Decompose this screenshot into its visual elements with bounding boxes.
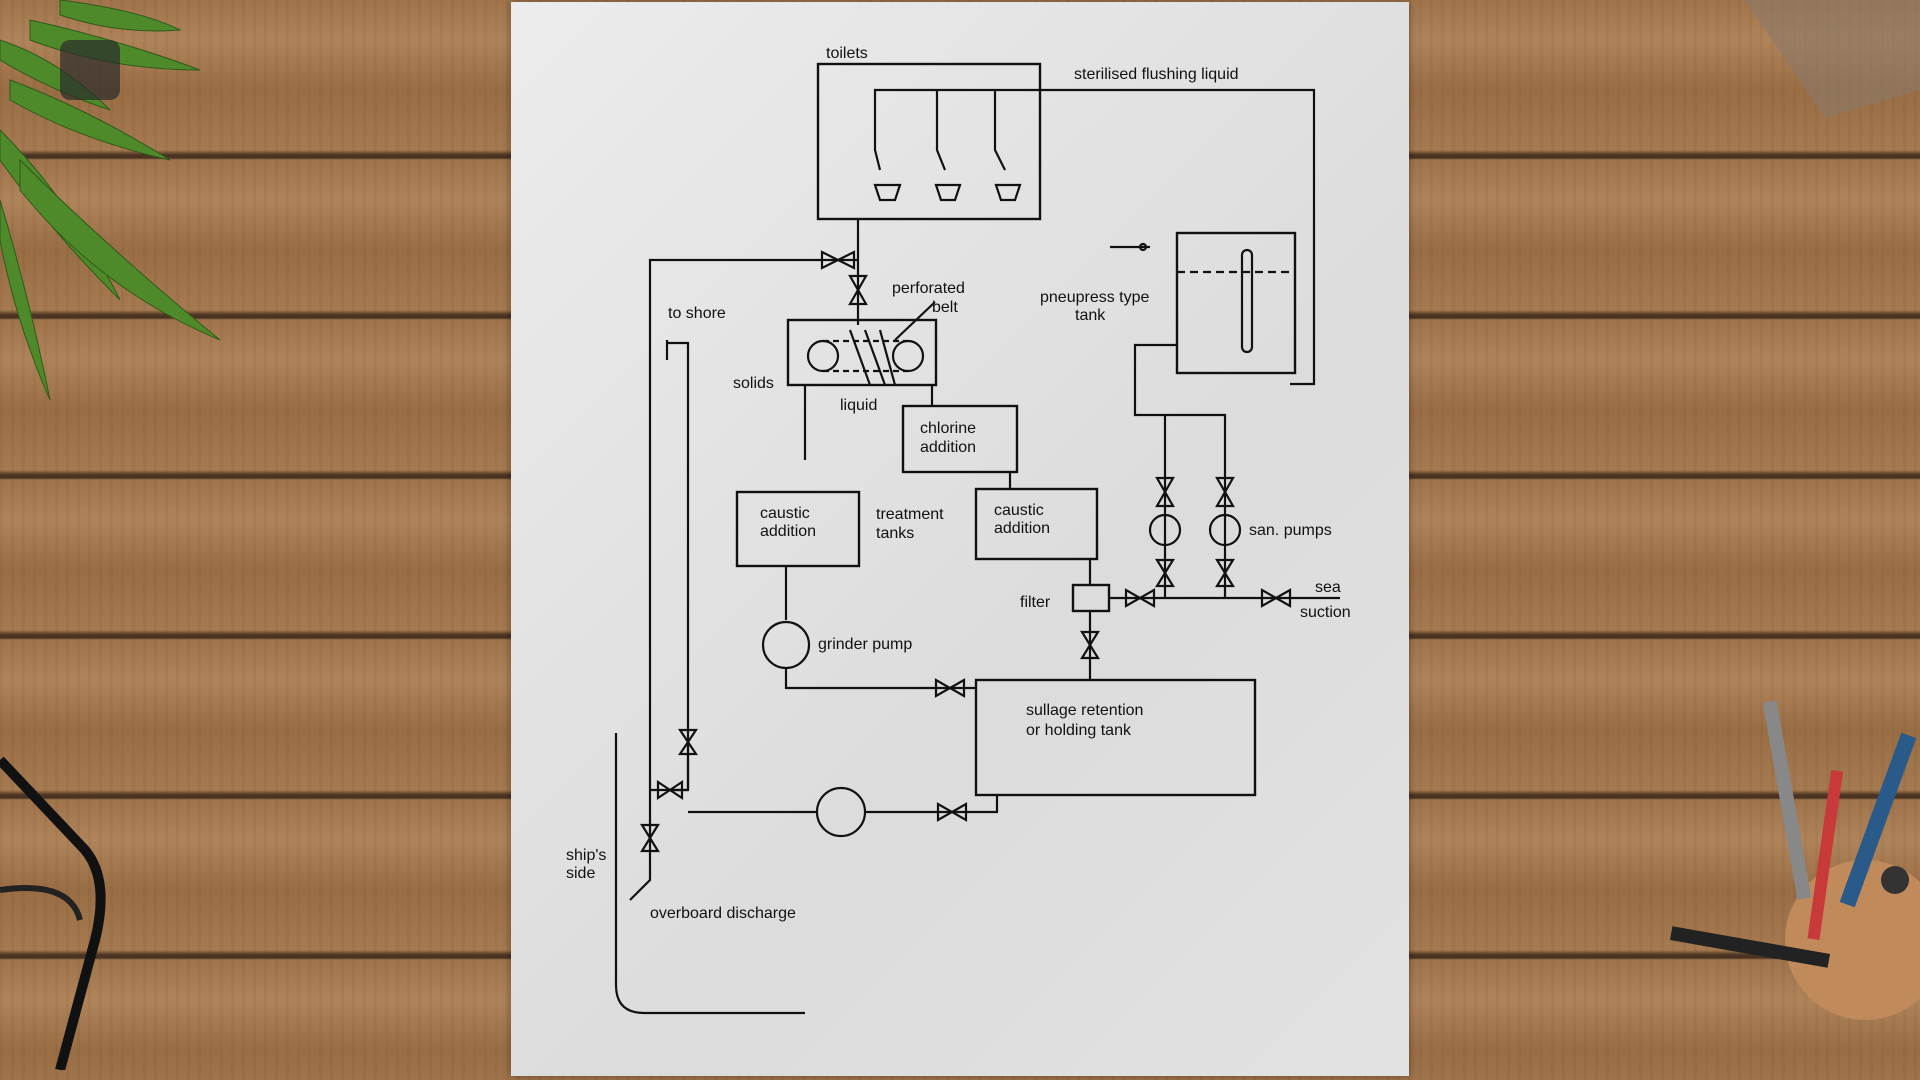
ships-label-2: side (566, 865, 595, 882)
treatment-label-2: tanks (876, 525, 914, 542)
glasses-decoration (0, 756, 106, 1070)
paper-sheet (511, 2, 1409, 1076)
sterilised-label: sterilised flushing liquid (1074, 66, 1239, 83)
treatment-label-1: treatment (876, 506, 944, 523)
filter-label: filter (1020, 594, 1051, 611)
toilets-box (816, 62, 1042, 221)
plant-decoration (0, 0, 221, 401)
perforated-belt-box (786, 318, 938, 387)
san-pumps-label: san. pumps (1249, 522, 1332, 539)
grinder-pump (761, 620, 811, 670)
suction-label: suction (1300, 604, 1351, 621)
filter-box (1071, 583, 1111, 613)
liquid-label: liquid (840, 397, 877, 414)
sullage-label-1: sullage retention (1026, 702, 1143, 719)
caustic2-label-1: caustic (994, 502, 1044, 519)
overboard-label: overboard discharge (650, 905, 796, 922)
caustic1-label-2: addition (760, 523, 816, 540)
solids-label: solids (733, 375, 774, 392)
pneupress-tank (1175, 231, 1297, 375)
sea-label: sea (1315, 579, 1341, 596)
valve-top (820, 250, 868, 306)
caustic-addition-box-2 (974, 487, 1099, 561)
belt-label: belt (932, 299, 958, 316)
san-pump-2 (1208, 513, 1242, 547)
san-pump-valves (1155, 476, 1235, 588)
notebook-decoration (1745, 0, 1920, 118)
sullage-label-2: or holding tank (1026, 722, 1132, 739)
to-shore-label: to shore (668, 305, 726, 322)
toilet-bowls (873, 88, 1040, 202)
perforated-label: perforated (892, 280, 965, 297)
pneupress-label-1: pneupress type (1040, 289, 1150, 306)
chlorine-label-2: addition (920, 439, 976, 456)
caustic1-label-1: caustic (760, 505, 810, 522)
toilets-label: toilets (826, 45, 868, 62)
discharge-pump (815, 786, 867, 838)
sullage-retention-tank (974, 678, 1257, 797)
chlorine-label-1: chlorine (920, 420, 976, 437)
san-pump-1 (1148, 513, 1182, 547)
ships-label-1: ship's (566, 847, 606, 864)
pencil-cup-decoration (1670, 700, 1920, 1020)
chlorine-addition-box (901, 404, 1019, 474)
caustic-addition-box-1 (735, 490, 861, 568)
pneupress-label-2: tank (1075, 307, 1106, 324)
caustic2-label-2: addition (994, 520, 1050, 537)
grinder-pump-label: grinder pump (818, 636, 912, 653)
